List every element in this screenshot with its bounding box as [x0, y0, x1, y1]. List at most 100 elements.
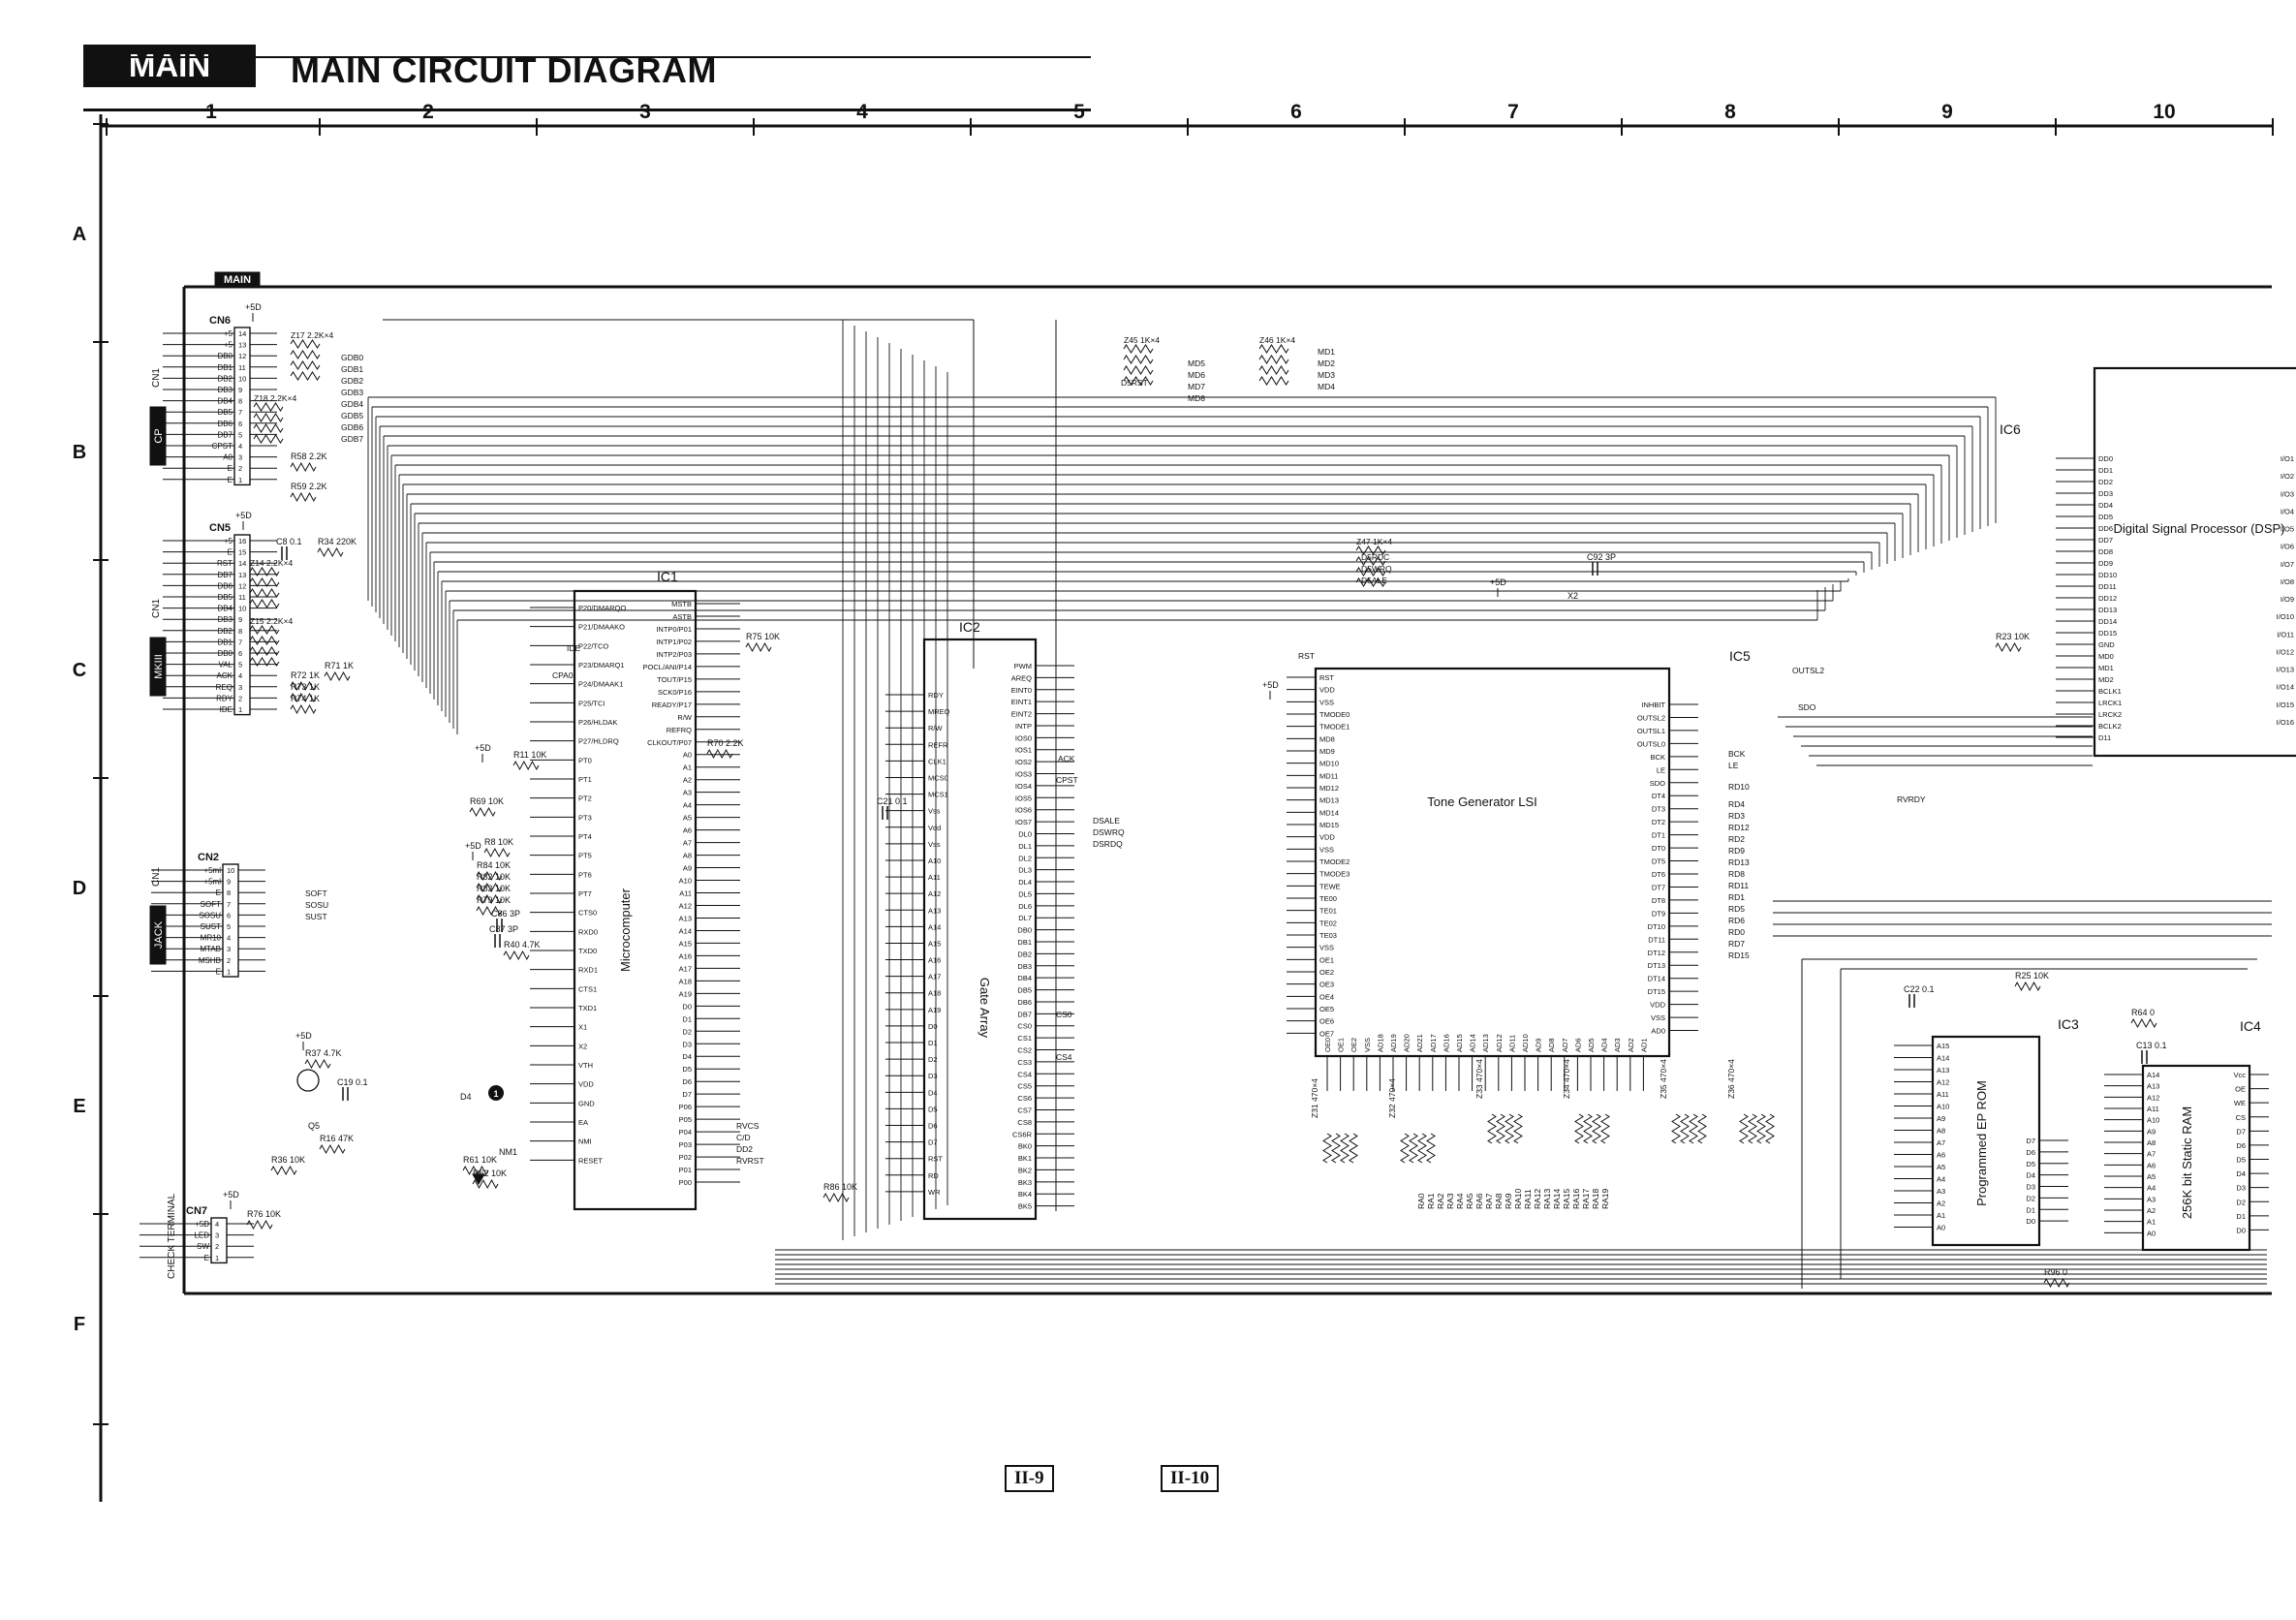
- integrated-circuits: IC1MicrocomputerP20/DMARQOP21/DMAAKOP22/…: [573, 366, 2296, 1252]
- ic-pin-label: A19: [679, 989, 692, 998]
- connector-pin-number: 6: [238, 420, 242, 428]
- ic-ic1: IC1MicrocomputerP20/DMARQOP21/DMAAKOP22/…: [573, 569, 698, 1211]
- resistor: [1322, 1133, 1332, 1164]
- resistor: [1355, 577, 1386, 587]
- ic-pin-label: BK0: [1018, 1142, 1032, 1151]
- resistor: [476, 870, 503, 882]
- ic-pin-label: A9: [1937, 1114, 1945, 1123]
- connector-pin-number: 3: [215, 1231, 219, 1240]
- ic-pin-label: AD14: [1469, 1034, 1477, 1052]
- ic-pin-label: IOS2: [1015, 758, 1032, 766]
- ic-body-ic2: [922, 638, 1038, 1221]
- resistor: [1689, 1113, 1698, 1144]
- ic-pin-label: LRCK2: [2098, 710, 2122, 719]
- connector-pin-label: IDE: [220, 705, 233, 714]
- ic-pin-label: IOS6: [1015, 806, 1032, 815]
- connector-pin-label: DB2: [217, 374, 233, 383]
- ic-pin-label: SCK0/P16: [658, 688, 692, 697]
- ic-pin-label: I/O14: [2277, 683, 2294, 692]
- resistor-rotated: [1574, 1113, 1584, 1144]
- connector-pin-label: +5D: [195, 1220, 209, 1229]
- connector-pin-number: 8: [238, 397, 242, 406]
- ic-pin-label: RST: [1319, 673, 1334, 682]
- ic-pin-label: A11: [679, 889, 692, 898]
- ic-pin-label: OE1: [1337, 1038, 1346, 1052]
- connector-pin-number: 5: [238, 430, 242, 439]
- ic-pin-label: DD10: [2098, 571, 2117, 579]
- side-tag-JACK: JACK: [153, 920, 165, 949]
- resistor: [1123, 344, 1154, 354]
- ic-pin-label: A17: [679, 964, 692, 973]
- connector-pin-number: 11: [238, 593, 246, 602]
- resistor-rotated: [1340, 1133, 1350, 1164]
- ic-pin-label: A8: [683, 852, 692, 860]
- connector-pin-label: E: [228, 476, 233, 484]
- part-label: R37 4.7K: [305, 1048, 342, 1058]
- ic-pin-label: AD6: [1573, 1038, 1582, 1052]
- connector-pin-number: 2: [238, 464, 242, 473]
- connector-pin-label: ACK: [217, 671, 233, 680]
- connector-pin-number: 6: [227, 911, 231, 919]
- page-number-left: II-9: [1005, 1465, 1054, 1492]
- ic-pin-label: D3: [2026, 1183, 2035, 1192]
- ic-pin-label: MD12: [1319, 784, 1339, 793]
- ic-pin-label: DL7: [1018, 914, 1032, 922]
- ic-pin-label: DB4: [1017, 974, 1032, 982]
- column-number-9: 9: [1941, 101, 1953, 123]
- resistor: [469, 806, 496, 818]
- ic-pin-label: A5: [2147, 1172, 2156, 1181]
- ic-pin-label: CLKOUT/P07: [647, 738, 692, 747]
- ic-pin-label: A6: [2147, 1161, 2156, 1169]
- part-label: R76 10K: [247, 1209, 281, 1219]
- connector-pin-number: 10: [238, 605, 246, 613]
- resistor: [290, 371, 321, 381]
- resistor: [706, 748, 733, 760]
- ic-pin-label: A10: [679, 877, 692, 886]
- ic-pin-label: DD0: [2098, 454, 2113, 463]
- ic-pin-label: A2: [1937, 1199, 1945, 1208]
- ic-pin-label: A7: [683, 839, 692, 848]
- ic-pin-label: DB0: [1017, 926, 1032, 935]
- part-label: C19 0.1: [337, 1077, 368, 1087]
- ic-name-ic1: Microcomputer: [618, 888, 633, 972]
- resistor: [745, 641, 772, 653]
- part-label: R11 10K: [513, 750, 546, 760]
- ic-pin-label: D1: [2026, 1205, 2035, 1214]
- ic-pin-label: DL6: [1018, 902, 1032, 911]
- resistor: [2014, 981, 2041, 992]
- ic-pin-label: MD11: [1319, 771, 1338, 780]
- ic-pin-label: D6: [2236, 1141, 2246, 1150]
- net-label: RD15: [1728, 950, 1750, 960]
- ic-pin-label: BK5: [1018, 1202, 1032, 1211]
- resistor-pack-label: Z14 2.2K×4: [250, 558, 293, 568]
- ic-pin-label: D5: [2026, 1160, 2035, 1168]
- ic-pin-label: P01: [679, 1166, 692, 1174]
- ic-pin-label: A2: [683, 776, 692, 785]
- ic-pin-label: IOS0: [1015, 733, 1032, 742]
- ic-pin-label: DT0: [1652, 844, 1665, 853]
- resistor: [1513, 1113, 1523, 1144]
- connector-pin-number: 14: [238, 329, 246, 338]
- ic-pin-label: OUTSL2: [1637, 713, 1665, 722]
- ic-pin-label: A4: [683, 801, 692, 810]
- resistor-rotated: [1600, 1113, 1610, 1144]
- ic-pin-label: VTH: [578, 1061, 593, 1070]
- resistor-rotated: [1765, 1113, 1775, 1144]
- ic-pin-label: REFR: [928, 740, 948, 749]
- ic-pin-label: REFRQ: [667, 726, 692, 734]
- ic-pin-label: CS2: [1017, 1046, 1032, 1055]
- ic-pin-label: R/W: [928, 724, 944, 732]
- net-label: RD8: [1728, 869, 1745, 879]
- part-label: R58 2.2K: [291, 452, 327, 461]
- ic-pin-label: DT4: [1652, 792, 1665, 800]
- ic-pin-label: D7: [2026, 1137, 2035, 1145]
- ic-pin-label: A3: [683, 789, 692, 797]
- ic-pin-label: PWM: [1014, 662, 1032, 670]
- ic-pin-label: EINT0: [1011, 686, 1032, 695]
- ic-pin-label: P26/HLDAK: [578, 718, 617, 727]
- ic-pin-label: D2: [2236, 1198, 2246, 1206]
- power-label: +5D: [223, 1190, 239, 1199]
- resistor-rotated: [1671, 1113, 1681, 1144]
- net-label: GDB3: [341, 388, 363, 397]
- ic-pin-label: I/O2: [2280, 472, 2294, 481]
